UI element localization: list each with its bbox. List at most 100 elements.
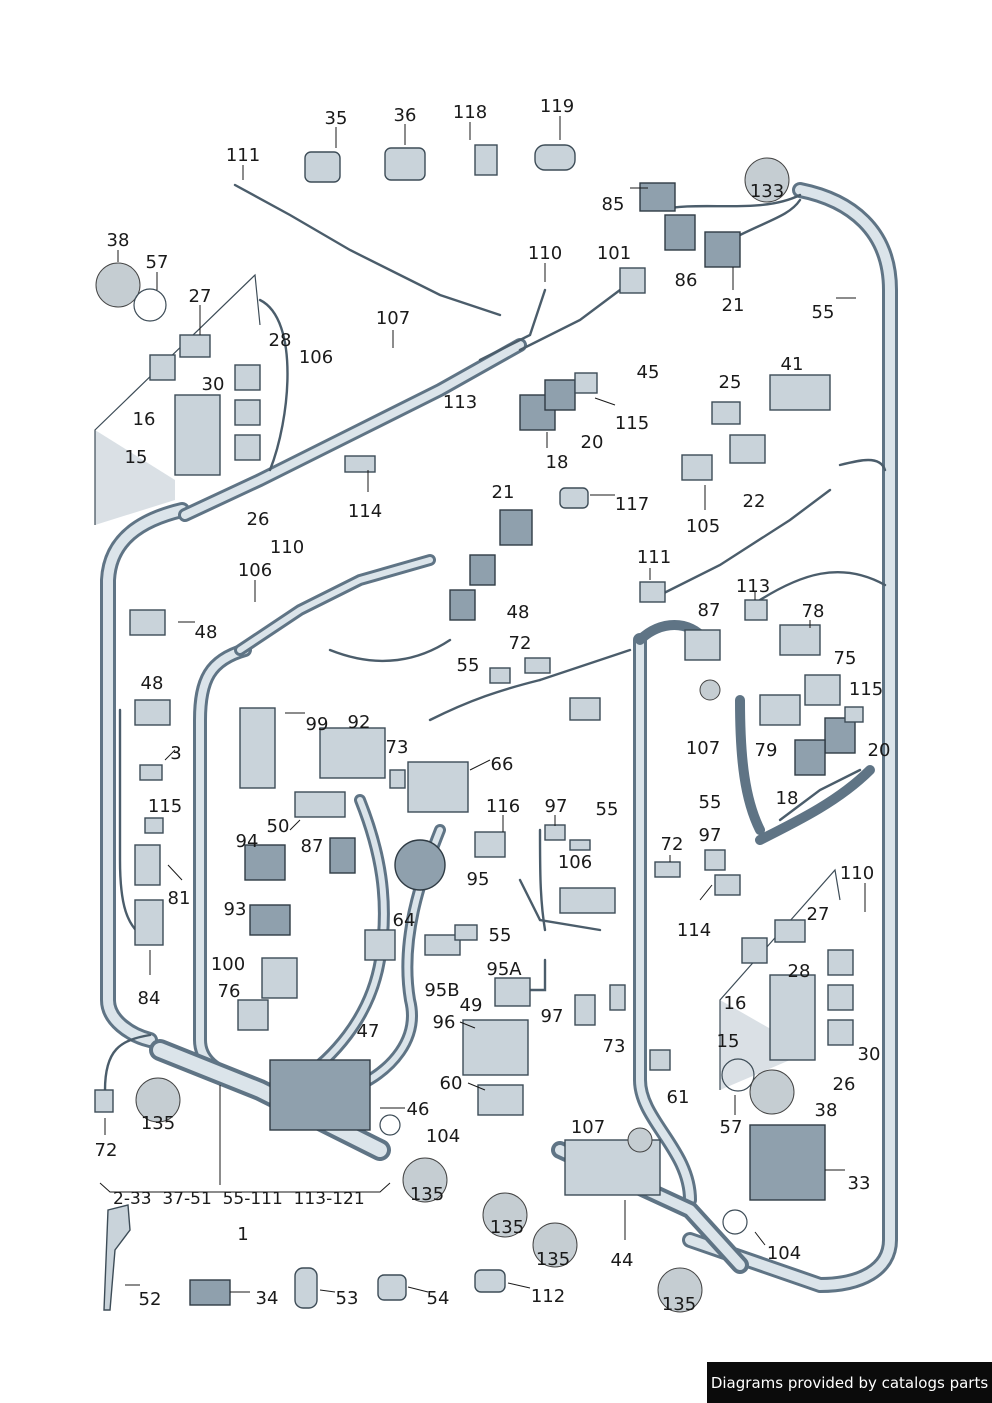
- label-106-top: 106: [299, 347, 333, 368]
- label-15-right: 15: [717, 1031, 740, 1052]
- label-30-right: 30: [858, 1044, 881, 1065]
- label-113-top: 113: [443, 392, 477, 413]
- label-35: 35: [325, 108, 348, 129]
- connector-48-mid2: [449, 589, 476, 621]
- label-114-top: 114: [348, 501, 382, 522]
- label-87-right: 87: [698, 600, 721, 621]
- part-55-right: [569, 839, 591, 851]
- label-15-top: 15: [125, 447, 148, 468]
- label-20-top: 20: [581, 432, 604, 453]
- label-135-b: 135: [410, 1184, 444, 1205]
- relay-20-top: [544, 379, 576, 411]
- connector-72-mid: [569, 697, 601, 721]
- label-22: 22: [743, 491, 766, 512]
- clip-54: [377, 1274, 407, 1301]
- label-30-top: 30: [202, 374, 225, 395]
- label-64: 64: [393, 910, 416, 931]
- label-87-left: 87: [301, 836, 324, 857]
- label-61: 61: [667, 1087, 690, 1108]
- relay-27-right: [774, 919, 806, 943]
- connector-93: [249, 904, 291, 936]
- ref-circle-135-c: [482, 1192, 528, 1238]
- relay-26-left: [234, 434, 261, 461]
- connector-106-center: [559, 887, 616, 914]
- connector-114-top: [344, 455, 376, 473]
- label-111-mid: 111: [637, 547, 671, 568]
- label-38-bottom: 38: [815, 1100, 838, 1121]
- label-48-left: 48: [195, 622, 218, 643]
- part-labels: 35 36 118 119 111 38 57 27 28 30 16 15 2…: [95, 96, 891, 1315]
- label-112: 112: [531, 1286, 565, 1307]
- connector-96: [462, 1019, 529, 1076]
- label-73-bottom: 73: [603, 1036, 626, 1057]
- label-18-right: 18: [776, 788, 799, 809]
- connector-48-mid: [469, 554, 496, 586]
- connector-60: [477, 1084, 524, 1116]
- label-135-d: 135: [536, 1249, 570, 1270]
- label-95: 95: [467, 869, 490, 890]
- label-101: 101: [597, 243, 631, 264]
- label-114-right: 114: [677, 920, 711, 941]
- label-33: 33: [848, 1173, 871, 1194]
- relay-right-mid: [827, 984, 854, 1011]
- label-135-a: 135: [141, 1113, 175, 1134]
- label-116: 116: [486, 796, 520, 817]
- connector-76: [237, 999, 269, 1031]
- part-117: [559, 487, 589, 509]
- label-95a: 95A: [486, 959, 522, 980]
- connector-72-top: [524, 657, 551, 674]
- connector-86: [664, 214, 696, 251]
- relay-16-right: [741, 937, 768, 964]
- ref-circle-133: [744, 157, 790, 203]
- relay-20-right: [824, 717, 856, 754]
- label-135-c: 135: [490, 1217, 524, 1238]
- leader-lines: [99, 116, 866, 1293]
- label-81: 81: [168, 888, 191, 909]
- reference-circles: [135, 157, 790, 1313]
- label-53: 53: [336, 1288, 359, 1309]
- label-100: 100: [211, 954, 245, 975]
- relay-carrier-right: [769, 974, 816, 1061]
- label-48-left2: 48: [141, 673, 164, 694]
- label-55-mid-right: 55: [596, 799, 619, 820]
- label-26-top: 26: [247, 509, 270, 530]
- label-135-e: 135: [662, 1294, 696, 1315]
- connector-55-mid: [454, 924, 478, 941]
- harness-junction-46: [269, 1059, 371, 1131]
- part-107-right: [699, 679, 721, 701]
- connector-75: [804, 674, 841, 706]
- label-104-left: 104: [426, 1126, 460, 1147]
- connector-22: [729, 434, 766, 464]
- connector-114-right: [714, 874, 741, 896]
- label-84: 84: [138, 988, 161, 1009]
- relay-18-right: [794, 739, 826, 776]
- connector-115-right: [844, 706, 864, 723]
- bracket-52: [103, 1204, 131, 1311]
- connector-95b: [424, 934, 461, 956]
- label-118: 118: [453, 102, 487, 123]
- relay-27-left: [179, 334, 211, 358]
- relay-16-left: [149, 354, 176, 381]
- label-119: 119: [540, 96, 574, 117]
- part-61: [649, 1049, 671, 1071]
- ref-circle-135-d: [532, 1222, 578, 1268]
- label-110-top-left: 110: [270, 537, 304, 558]
- label-85: 85: [602, 194, 625, 215]
- label-48-mid: 48: [507, 602, 530, 623]
- clip-112: [474, 1269, 506, 1293]
- label-16-right: 16: [724, 993, 747, 1014]
- part-57-top: [133, 288, 167, 322]
- connector-84: [134, 899, 164, 946]
- label-21-top: 21: [722, 295, 745, 316]
- connector-64: [364, 929, 396, 961]
- clip-104-left: [379, 1114, 401, 1136]
- connector-78: [779, 624, 821, 656]
- part-38-top: [95, 262, 141, 308]
- connector-81: [134, 844, 161, 886]
- connector-25: [711, 401, 741, 425]
- label-55-mid: 55: [489, 925, 512, 946]
- part-57-bottom: [721, 1058, 755, 1092]
- label-86: 86: [675, 270, 698, 291]
- label-28-top: 28: [269, 330, 292, 351]
